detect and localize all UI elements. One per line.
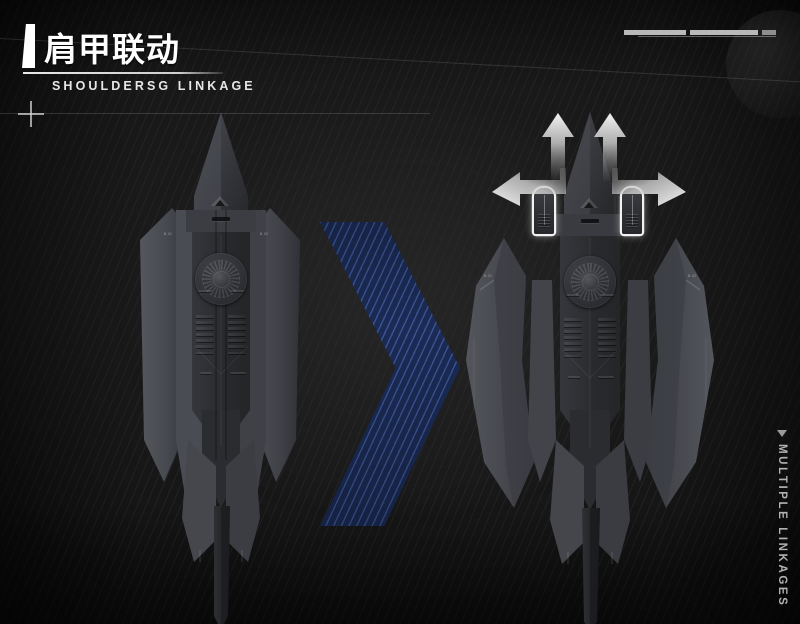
triangle-down-icon xyxy=(777,430,787,437)
closed-nick-1 xyxy=(198,290,212,292)
closed-nick-4 xyxy=(230,372,246,374)
deployed-dial xyxy=(564,256,616,308)
closed-dial xyxy=(195,253,247,305)
closed-emblem-bar xyxy=(212,217,230,221)
deployed-vent-left xyxy=(564,318,582,361)
deployed-emblem-bar xyxy=(581,219,599,223)
thruster-capsule-left xyxy=(534,188,554,234)
header-dash-decoration xyxy=(624,30,776,35)
crosshair-marker-icon xyxy=(18,101,44,127)
shoulder-armor-closed: B-01 B-02 xyxy=(120,110,320,624)
closed-micro-label-left: B-01 xyxy=(164,232,173,236)
page-title: 肩甲联动 xyxy=(44,30,180,69)
deployed-dial-hub xyxy=(581,273,599,291)
deployed-micro-label-right: B-02 xyxy=(688,274,697,278)
closed-vent-left xyxy=(196,315,214,358)
closed-nick-3 xyxy=(200,372,212,374)
closed-emblem-triangle-inner-icon xyxy=(215,200,225,206)
deployed-nick-3 xyxy=(568,376,580,378)
closed-micro-label-right: B-02 xyxy=(260,232,269,236)
deployed-vent-right xyxy=(598,318,616,361)
header: 肩甲联动 SHOULDERSG LINKAGE xyxy=(0,0,800,127)
thruster-capsule-right xyxy=(622,188,642,234)
deployed-micro-label-left: B-01 xyxy=(484,274,493,278)
arrow-up-right xyxy=(592,113,632,181)
side-label-text: MULTIPLE LINKAGES xyxy=(776,444,788,608)
closed-nick-2 xyxy=(230,290,244,292)
title-block: 肩甲联动 SHOULDERSG LINKAGE xyxy=(22,24,256,93)
header-dash-1 xyxy=(624,30,686,35)
deployed-nick-2 xyxy=(600,294,614,296)
side-label: MULTIPLE LINKAGES xyxy=(776,430,788,607)
header-dash-3 xyxy=(762,30,776,35)
arrow-out-left xyxy=(492,166,566,208)
deployed-armor-silhouette xyxy=(466,112,714,624)
deployed-nick-1 xyxy=(566,294,580,296)
closed-vent-right xyxy=(228,315,246,358)
deployed-nick-4 xyxy=(598,376,614,378)
header-dash-2 xyxy=(690,30,758,35)
page-subtitle: SHOULDERSG LINKAGE xyxy=(52,79,256,93)
title-accent-bar-icon xyxy=(22,24,35,68)
horizontal-hairline xyxy=(0,113,430,114)
shoulder-armor-deployed: B-01 B-02 xyxy=(460,110,720,624)
deployed-emblem-triangle-inner-icon xyxy=(584,202,594,208)
closed-dial-hub xyxy=(212,270,230,288)
arrow-up-left xyxy=(540,113,580,181)
closed-armor-silhouette xyxy=(140,112,300,624)
header-thin-line xyxy=(638,36,776,37)
title-underline xyxy=(23,72,223,74)
arrow-out-right xyxy=(612,166,686,208)
